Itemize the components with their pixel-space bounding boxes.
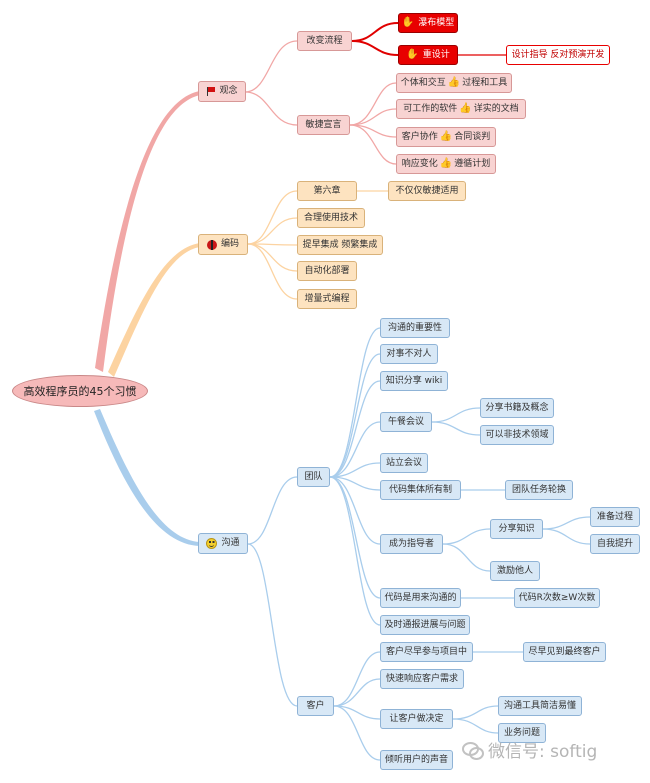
hand-icon: ✋ [401,17,415,28]
node-redesign-note[interactable]: 设计指导 反对预演开发 [506,45,610,65]
node-redesign[interactable]: ✋ 重设计 [398,45,458,65]
node-manifesto-2[interactable]: 可工作的软件 👍 详实的文档 [396,99,526,119]
link-gaibian-2 [351,40,399,56]
link-guannian-gaibian [244,40,298,93]
branch-node-goutong[interactable]: 沟通 [198,533,248,554]
link-decide-2 [452,718,499,734]
node-decide-2[interactable]: 业务问题 [498,723,546,743]
node-customer-2[interactable]: 快速响应客户需求 [380,669,464,689]
node-mentor-share[interactable]: 分享知识 [490,519,543,539]
node-team-3[interactable]: 知识分享 wiki [380,371,448,391]
node-gaibian[interactable]: 改变流程 [297,31,352,51]
node-lunch-1[interactable]: 分享书籍及概念 [480,398,554,418]
link-gaibian-1 [351,22,399,42]
node-team-8[interactable]: 代码是用来沟通的 [380,588,461,608]
hand-icon: ✋ [406,49,419,60]
link-team-4 [329,421,381,478]
node-team-1[interactable]: 沟通的重要性 [380,318,450,338]
link-team-2 [329,353,381,478]
thumbs-up-icon: 👍 [439,131,453,142]
link-team-7 [329,476,381,545]
node-deploy[interactable]: 自动化部署 [297,261,357,281]
node-manifesto-4[interactable]: 响应变化 👍 遵循计划 [396,154,496,174]
node-team-4[interactable]: 午餐会议 [380,412,432,432]
link-team-5 [329,462,381,478]
link-guannian-minjie [244,91,298,126]
link-bianma-2 [247,217,298,245]
node-manifesto-3[interactable]: 客户协作 👍 合同谈判 [396,127,496,147]
link-minjie-1 [349,82,397,126]
link-lunch-1 [431,407,481,423]
thumbs-up-icon: 👍 [459,103,472,114]
node-team-6[interactable]: 代码集体所有制 [380,480,461,500]
branch-line-goutong [94,409,200,546]
node-chapter6[interactable]: 第六章 [297,181,357,201]
link-share-2 [542,528,591,545]
node-customer[interactable]: 客户 [297,696,334,716]
node-integration[interactable]: 提早集成 频繁集成 [297,235,383,255]
flag-icon [206,87,216,96]
branch-node-guannian[interactable]: 观念 [198,81,246,102]
link-minjie-3 [349,124,397,138]
link-minjie-2 [349,108,397,126]
node-manifesto-1[interactable]: 个体和交互 👍 过程和工具 [396,73,512,93]
node-customer-3[interactable]: 让客户做决定 [380,709,453,729]
link-decide-1 [452,705,499,720]
node-tech[interactable]: 合理使用技术 [297,208,365,228]
link-bianma-5 [247,243,298,300]
branch-line-guannian [95,91,200,372]
link-customer-2 [333,678,381,707]
link-team-9 [329,476,381,626]
link-team-3 [329,380,381,478]
node-early[interactable]: 尽早见到最终客户 [523,642,606,662]
node-team-7[interactable]: 成为指导者 [380,534,443,554]
node-customer-1[interactable]: 客户尽早参与项目中 [380,642,473,662]
node-share-1[interactable]: 准备过程 [590,507,640,527]
link-team-8 [329,476,381,599]
node-ownership[interactable]: 团队任务轮换 [505,480,573,500]
node-mentor-help[interactable]: 激励他人 [490,561,540,581]
node-lunch-2[interactable]: 可以非技术领域 [480,425,554,445]
link-mentor-help [442,543,491,572]
node-share-2[interactable]: 自我提升 [590,534,640,554]
node-code-note[interactable]: 代码R次数≥W次数 [514,588,600,608]
link-goutong-customer [247,543,298,707]
node-decide-1[interactable]: 沟通工具简洁易懂 [498,696,582,716]
link-mentor-share [442,528,491,545]
thumbs-up-icon: 👍 [447,77,461,88]
node-team-5[interactable]: 站立会议 [380,453,428,473]
watermark: 微信号: softig [462,737,597,762]
link-team-6 [329,476,381,491]
link-team-1 [329,327,381,478]
node-team-2[interactable]: 对事不对人 [380,344,438,364]
link-bianma-3 [247,243,298,246]
node-incremental[interactable]: 增量式编程 [297,289,357,309]
ladybug-icon [206,239,217,250]
root-node[interactable]: 高效程序员的45个习惯 [12,375,148,407]
link-bianma-4 [247,243,298,272]
node-minjie[interactable]: 敏捷宣言 [297,115,350,135]
node-waterfall[interactable]: ✋ 瀑布模型 [398,13,458,33]
link-lunch-2 [431,421,481,436]
node-team-9[interactable]: 及时通报进展与问题 [380,615,470,635]
link-minjie-4 [349,124,397,165]
link-goutong-team [247,476,298,545]
link-customer-4 [333,705,381,761]
thumbs-up-icon: 👍 [439,158,453,169]
branch-node-bianma[interactable]: 编码 [198,234,248,255]
link-customer-3 [333,705,381,720]
link-customer-1 [333,651,381,707]
link-share-1 [542,516,591,530]
node-team[interactable]: 团队 [297,467,330,487]
branch-line-bianma [108,243,200,377]
node-chapter-note[interactable]: 不仅仅敏捷适用 [388,181,466,201]
link-bianma-1 [247,190,298,245]
node-customer-4[interactable]: 倾听用户的声音 [380,750,453,770]
wechat-icon [462,741,484,760]
smiley-icon [206,538,218,549]
